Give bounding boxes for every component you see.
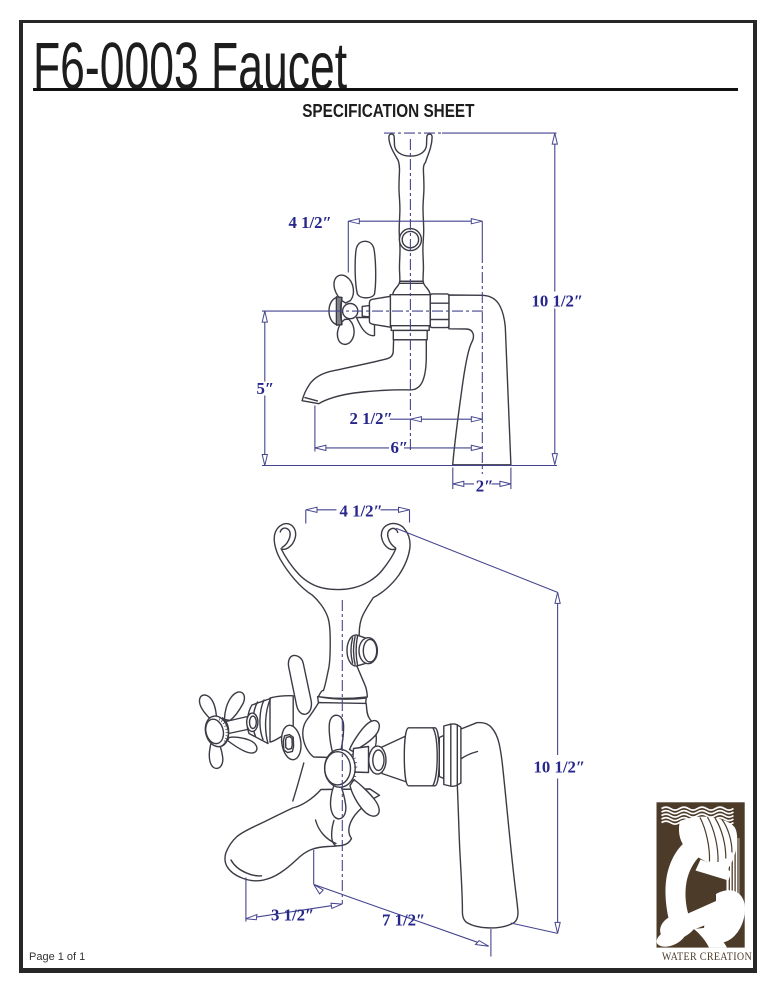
svg-text:2″: 2″	[476, 476, 494, 495]
svg-text:2 1/2″: 2 1/2″	[350, 409, 393, 428]
svg-text:5″: 5″	[257, 379, 275, 398]
svg-text:6″: 6″	[391, 438, 409, 457]
svg-text:7 1/2″: 7 1/2″	[382, 911, 425, 930]
svg-text:10 1/2″: 10 1/2″	[532, 292, 584, 311]
svg-text:10 1/2″: 10 1/2″	[534, 758, 586, 777]
svg-text:4 1/2″: 4 1/2″	[289, 213, 332, 232]
svg-text:4 1/2″: 4 1/2″	[340, 502, 383, 521]
svg-text:3 1/2″: 3 1/2″	[271, 906, 314, 925]
